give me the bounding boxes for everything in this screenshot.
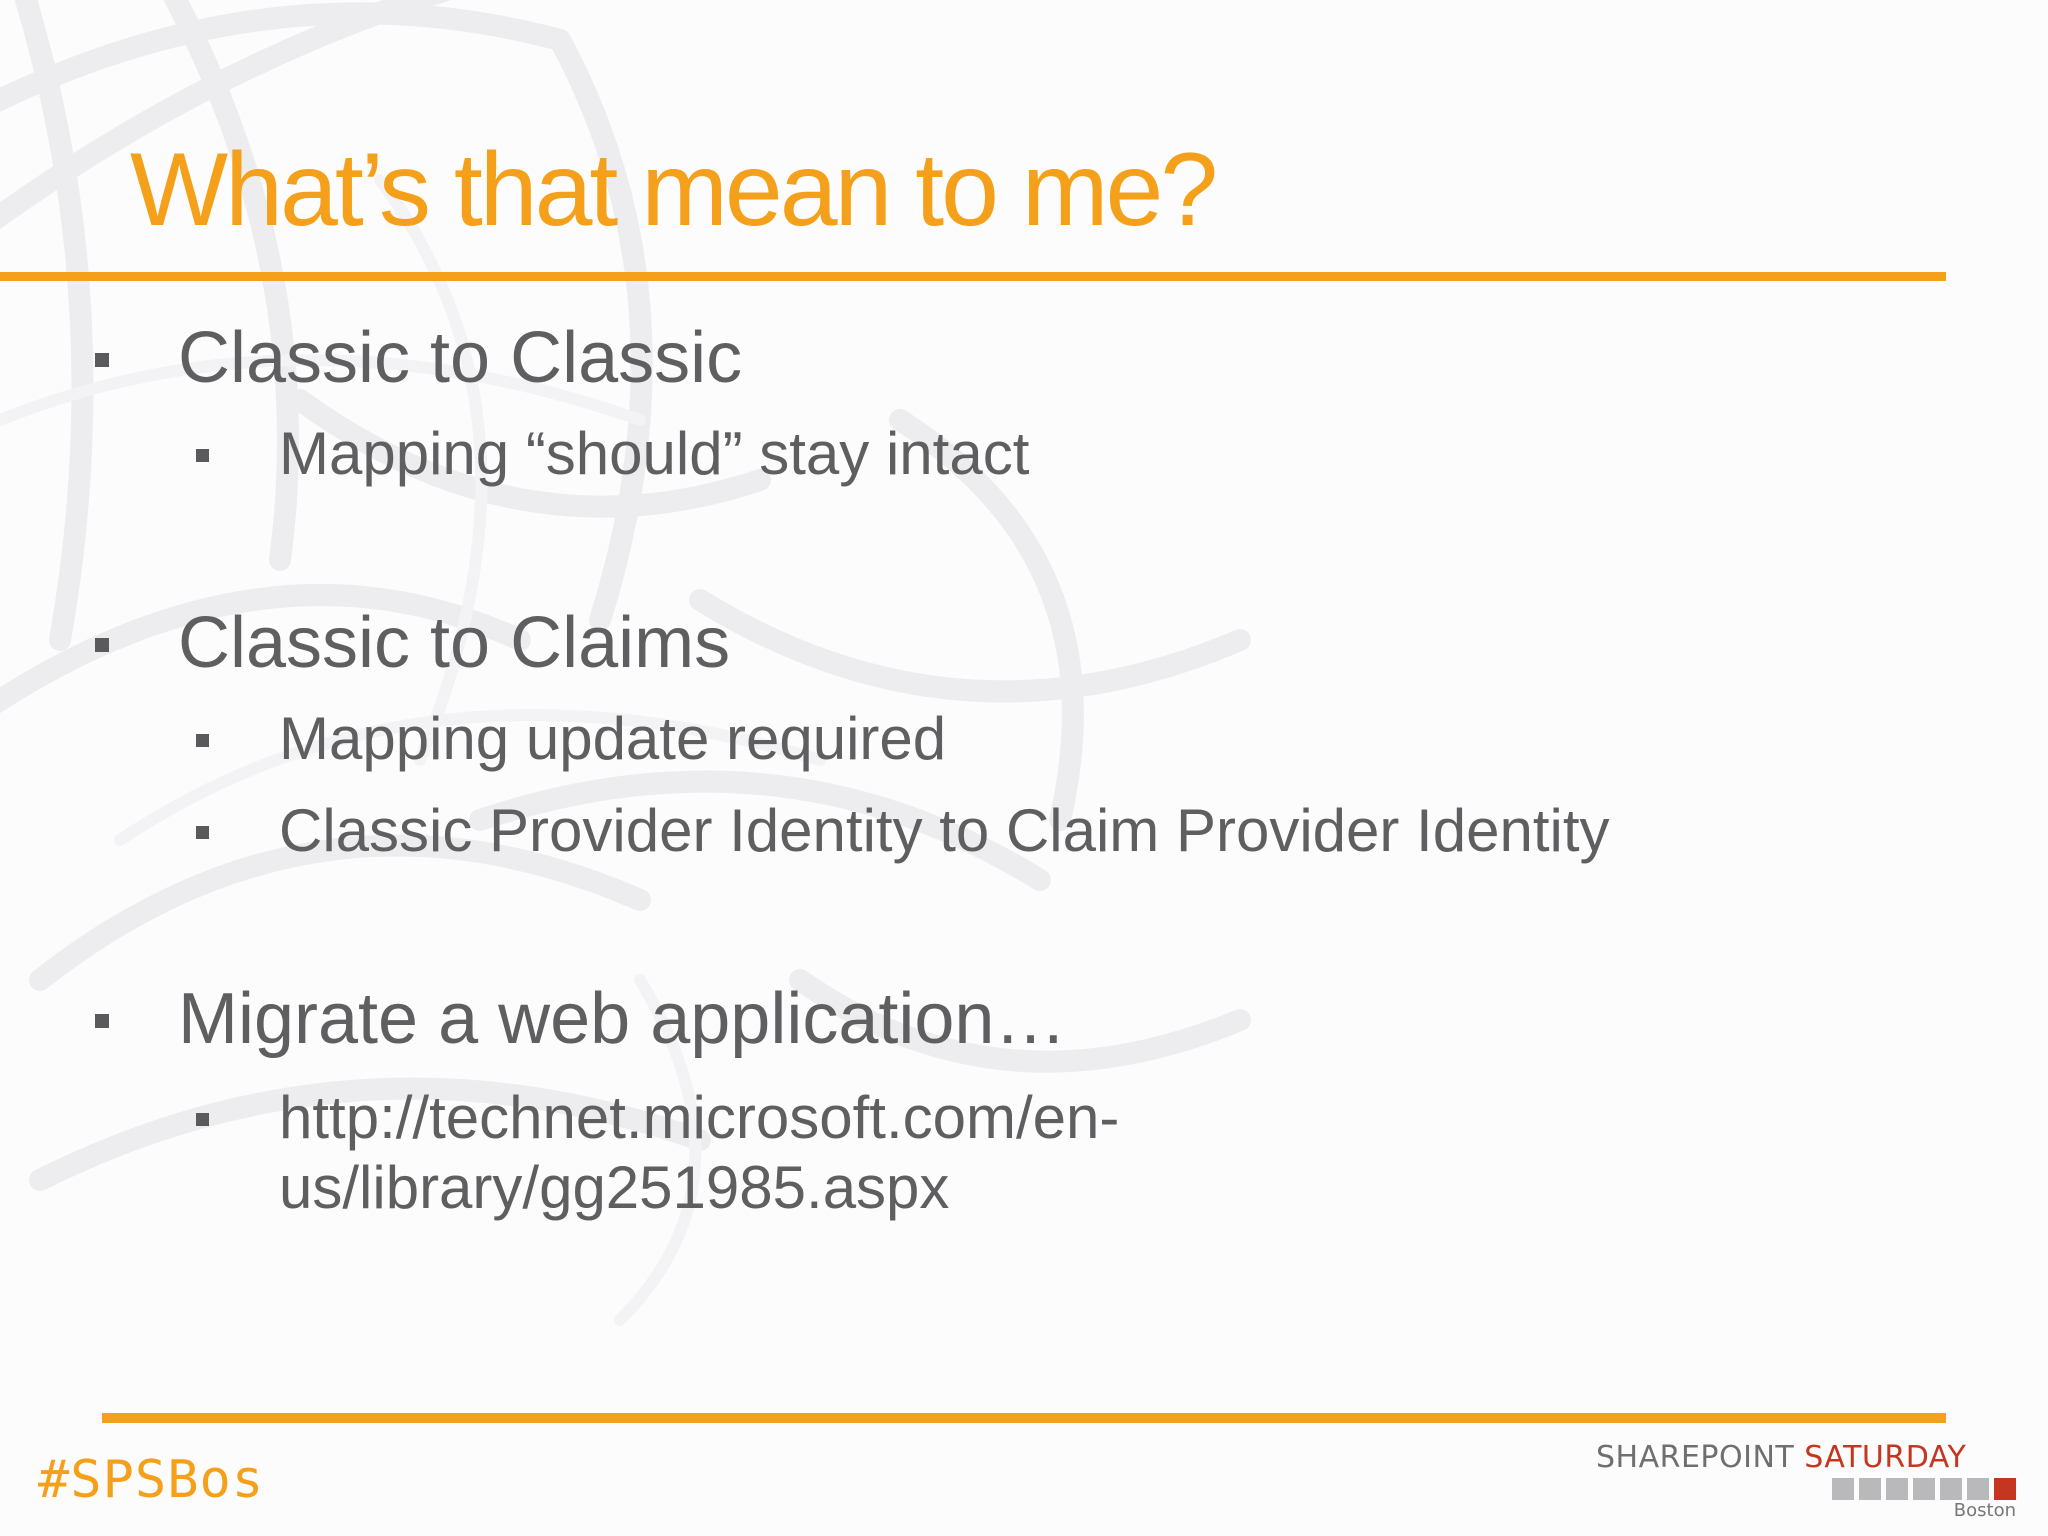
sharepoint-saturday-logo: SHAREPOINT SATURDAY Boston (1596, 1440, 2020, 1521)
bullet-item: Classic to Classic (95, 322, 742, 394)
logo-word-sharepoint: SHAREPOINT (1596, 1440, 1795, 1475)
slide-title: What’s that mean to me? (130, 132, 1218, 248)
bullet-text: Classic to Claims (178, 603, 731, 683)
logo-block (1859, 1478, 1881, 1500)
logo-word-saturday: SATURDAY (1804, 1440, 1967, 1475)
footer-rule (102, 1413, 1946, 1423)
logo-block-accent (1994, 1478, 2016, 1500)
square-bullet-icon (196, 826, 209, 839)
event-hashtag: #SPSBos (38, 1450, 265, 1510)
bullet-item: Classic to Claims (95, 607, 730, 679)
bullet-text: Classic to Classic (178, 318, 743, 398)
square-bullet-icon (95, 353, 109, 367)
sub-bullet-item: http://technet.microsoft.com/en- (196, 1083, 1120, 1153)
bullet-item: Migrate a web application… (95, 983, 1066, 1055)
square-bullet-icon (196, 1113, 209, 1126)
sub-bullet-item: Classic Provider Identity to Claim Provi… (196, 796, 1610, 866)
sub-bullet-text: Classic Provider Identity to Claim Provi… (279, 797, 1610, 864)
sub-bullet-text: http://technet.microsoft.com/en- (279, 1084, 1120, 1151)
square-bullet-icon (196, 449, 209, 462)
logo-block (1832, 1478, 1854, 1500)
square-bullet-icon (95, 638, 109, 652)
sub-bullet-text: us/library/gg251985.aspx (279, 1154, 950, 1221)
sub-bullet-text: Mapping update required (279, 705, 947, 772)
sub-bullet-item: Mapping “should” stay intact (196, 419, 1030, 489)
bullet-text: Migrate a web application… (178, 979, 1067, 1059)
logo-block (1913, 1478, 1935, 1500)
title-underline (0, 272, 1946, 281)
square-bullet-icon (196, 734, 209, 747)
sub-bullet-text: Mapping “should” stay intact (279, 420, 1030, 487)
logo-city: Boston (1953, 1500, 2016, 1521)
logo-block (1967, 1478, 1989, 1500)
sub-bullet-item: Mapping update required (196, 704, 947, 774)
logo-blocks-icon (1832, 1478, 2016, 1500)
square-bullet-icon (95, 1014, 109, 1028)
logo-block (1886, 1478, 1908, 1500)
sub-bullet-continuation: us/library/gg251985.aspx (279, 1153, 949, 1223)
logo-block (1940, 1478, 1962, 1500)
logo-wordmark: SHAREPOINT SATURDAY (1596, 1440, 1966, 1475)
